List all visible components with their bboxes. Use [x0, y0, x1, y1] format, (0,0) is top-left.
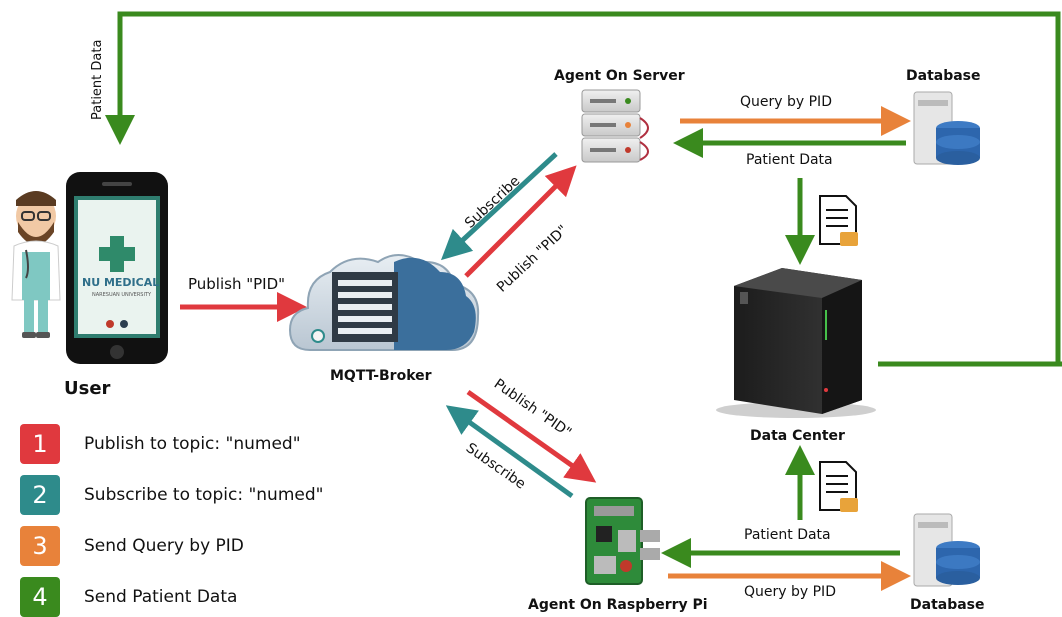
data-center-tower	[716, 268, 876, 418]
legend-text: Send Patient Data	[84, 587, 238, 607]
database-bottom-icon	[913, 513, 980, 587]
mqtt-broker-cloud	[288, 254, 480, 351]
database-top-icon	[913, 91, 980, 165]
node-agent-server-title: Agent On Server	[554, 68, 685, 84]
edge-label-patient-data-top: Patient Data	[90, 39, 105, 120]
publish-arrow-server	[464, 165, 577, 278]
node-user-title: User	[64, 378, 111, 399]
legend-text: Subscribe to topic: "numed"	[84, 485, 324, 505]
patient-data-loop	[105, 11, 1062, 367]
node-data-center-title: Data Center	[750, 428, 845, 444]
edge-label-patient-data-db-bottom: Patient Data	[744, 527, 831, 543]
node-broker-title: MQTT-Broker	[330, 368, 432, 384]
node-agent-pi-title: Agent On Raspberry Pi	[528, 597, 708, 613]
legend-item: 3 Send Query by PID	[20, 526, 380, 566]
doctor-avatar	[11, 191, 61, 338]
legend-item: 4 Send Patient Data	[20, 577, 380, 617]
edge-label-query-bottom: Query by PID	[744, 584, 836, 600]
legend-badge: 3	[20, 526, 60, 566]
node-database-bottom-title: Database	[910, 597, 985, 613]
node-database-top-title: Database	[906, 68, 981, 84]
legend-badge: 2	[20, 475, 60, 515]
legend-item: 2 Subscribe to topic: "numed"	[20, 475, 380, 515]
edge-label-patient-data-db-top: Patient Data	[746, 152, 833, 168]
subscribe-arrow-pi	[445, 405, 574, 499]
raspberry-pi-board	[585, 497, 660, 585]
publish-arrow-pi	[466, 389, 597, 483]
edge-label-query-top: Query by PID	[740, 94, 832, 110]
legend-badge: 1	[20, 424, 60, 464]
phone-app-name: NU MEDICAL	[82, 276, 160, 289]
edge-label-publish-user: Publish "PID"	[188, 275, 286, 293]
legend-text: Publish to topic: "numed"	[84, 434, 301, 454]
phone-device	[66, 172, 168, 364]
document-lock-icon	[819, 461, 858, 512]
phone-app-subtitle: NARESUAN UNIVERSITY	[92, 292, 152, 298]
legend-text: Send Query by PID	[84, 536, 244, 556]
subscribe-arrow-server	[440, 152, 558, 261]
document-lock-icon	[819, 195, 858, 246]
legend-badge: 4	[20, 577, 60, 617]
server-rack	[581, 89, 649, 163]
legend-item: 1 Publish to topic: "numed"	[20, 424, 380, 464]
